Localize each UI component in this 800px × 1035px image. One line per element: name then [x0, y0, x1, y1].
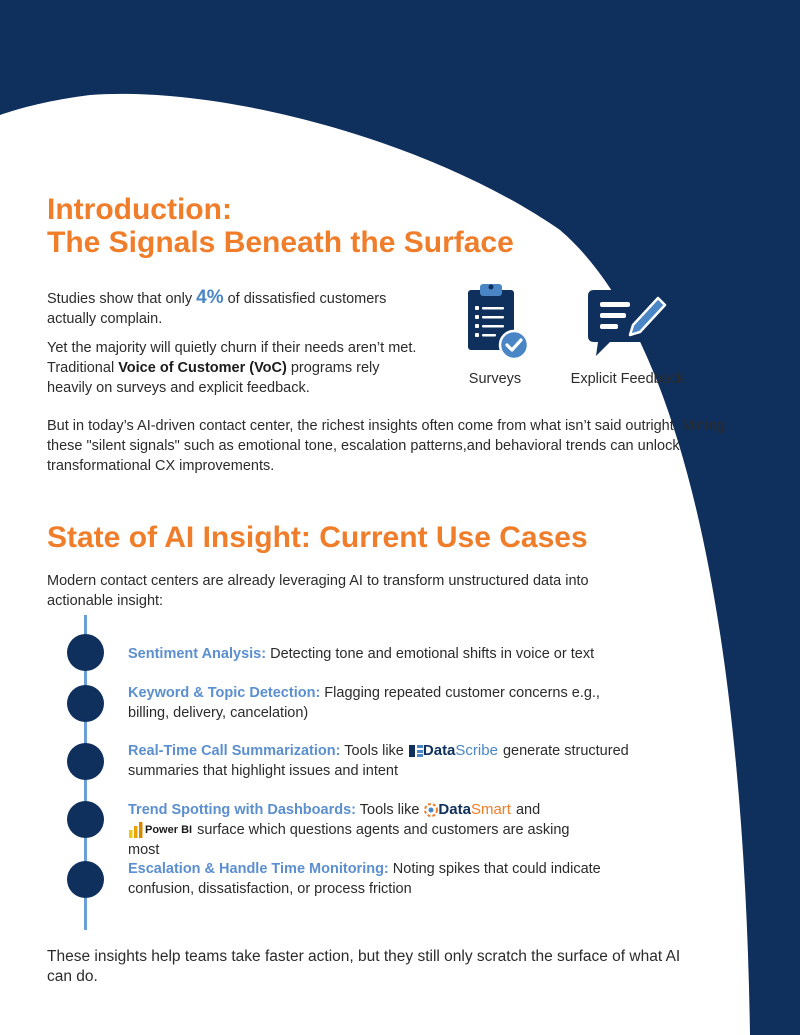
intro-title-line1: Introduction: [47, 193, 232, 226]
use-case-title: Escalation & Handle Time Monitoring: [128, 861, 389, 877]
timeline-dot-4 [67, 801, 104, 838]
use-case-text: Tools like [340, 743, 408, 759]
intro-title: Introduction: The Signals Beneath the Su… [47, 193, 514, 259]
datasmart-logo-text-2: Smart [470, 801, 511, 819]
timeline-dot-5 [67, 861, 104, 898]
use-case-title: Real-Time Call Summarization: [128, 743, 341, 759]
timeline-dot-1 [67, 634, 104, 671]
use-case-text: generate structured summaries that highl… [128, 743, 629, 780]
timeline-dot-3 [67, 743, 104, 780]
intro-title-line2: The Signals Beneath the Surface [47, 226, 514, 259]
use-case-dashboards: Trend Spotting with Dashboards: Tools li… [128, 800, 598, 860]
datascribe-logo-text-2: Scribe [455, 742, 498, 760]
p2-text-after: programs rely heavily on surveys and exp… [47, 360, 380, 396]
use-case-title: Sentiment Analysis: [128, 646, 267, 662]
stat-highlight: 4% [196, 287, 224, 308]
use-case-text: surface which questions agents and custo… [128, 822, 570, 859]
p1-text-before: Studies show that only [47, 291, 197, 307]
state-title: State of AI Insight: Current Use Cases [47, 521, 588, 554]
use-case-title: Trend Spotting with Dashboards: [128, 802, 356, 818]
closing-paragraph: These insights help teams take faster ac… [47, 948, 681, 985]
use-case-summarization: Real-Time Call Summarization: Tools like… [128, 741, 658, 781]
surveys-label: Surveys [468, 371, 522, 387]
powerbi-logo-icon [129, 822, 143, 839]
powerbi-logo: Power BI [129, 820, 192, 840]
use-case-text: Flagging repeated customer concerns e.g.… [128, 685, 600, 721]
explicit-feedback-icon-card: Explicit Feedback [560, 288, 695, 387]
use-case-text: Detecting tone and emotional shifts in v… [266, 646, 595, 662]
intro-paragraph-2: Yet the majority will quietly churn if t… [47, 338, 427, 398]
p2-text-before: Yet the majority will quietly churn if t… [47, 340, 417, 376]
state-lead-paragraph: Modern contact centers are already lever… [47, 573, 589, 609]
surveys-icon-card: Surveys [455, 282, 535, 387]
datascribe-logo-text: Data [422, 742, 456, 760]
voc-bold: Voice of Customer (VoC) [118, 360, 287, 376]
intro-paragraph-1: Studies show that only 4% of dissatisfie… [47, 288, 427, 329]
chat-pencil-icon [587, 290, 666, 356]
clipboard-check-icon [468, 284, 530, 361]
powerbi-logo-text: Power BI [145, 824, 193, 837]
use-case-title: Keyword & Topic Detection: [128, 685, 321, 701]
use-case-text: Tools like [355, 802, 424, 818]
explicit-feedback-label: Explicit Feedback [570, 371, 685, 387]
use-case-escalation: Escalation & Handle Time Monitoring: Not… [128, 859, 628, 899]
p1-text-after: of dissatisfied customers actually compl… [47, 291, 387, 327]
use-case-text: and [511, 802, 541, 818]
datascribe-logo-icon [408, 745, 423, 758]
datasmart-logo-icon [424, 803, 439, 818]
timeline-dot-2 [67, 685, 104, 722]
use-case-sentiment: Sentiment Analysis: Detecting tone and e… [128, 644, 728, 664]
use-case-text: Noting spikes that could indicate confus… [128, 861, 601, 897]
use-case-keyword: Keyword & Topic Detection: Flagging repe… [128, 683, 608, 723]
datasmart-logo-text: Data [438, 801, 471, 819]
intro-paragraph-3: But in today’s AI-driven contact center,… [47, 418, 725, 474]
